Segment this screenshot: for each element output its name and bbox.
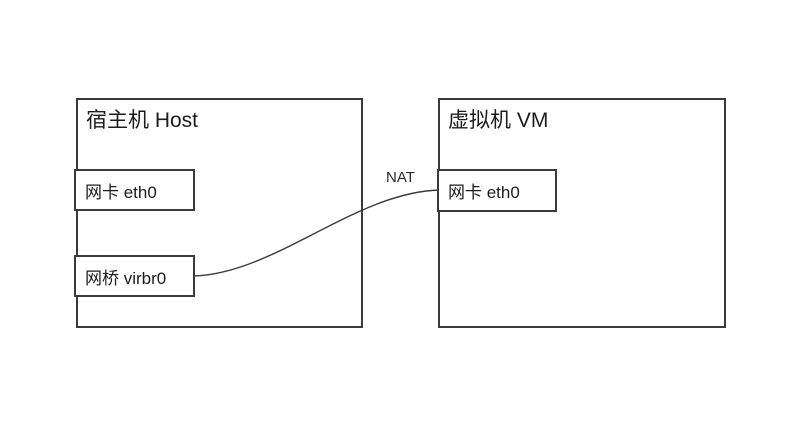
host-nic-label: 网卡 eth0 (85, 182, 157, 202)
vm-title: 虚拟机 VM (448, 109, 549, 132)
host-box (76, 98, 363, 328)
vm-box (438, 98, 726, 328)
vm-nic-label: 网卡 eth0 (448, 183, 520, 202)
nat-connection-curve (192, 189, 441, 277)
nat-connection-label: NAT (384, 169, 417, 186)
host-bridge-label: 网桥 virbr0 (85, 268, 167, 288)
host-bridge-box: 网桥 virbr0 (74, 255, 195, 297)
host-title: 宿主机 Host (86, 109, 199, 132)
vm-nic-box: 网卡 eth0 (437, 169, 557, 212)
host-nic-box: 网卡 eth0 (74, 169, 195, 211)
